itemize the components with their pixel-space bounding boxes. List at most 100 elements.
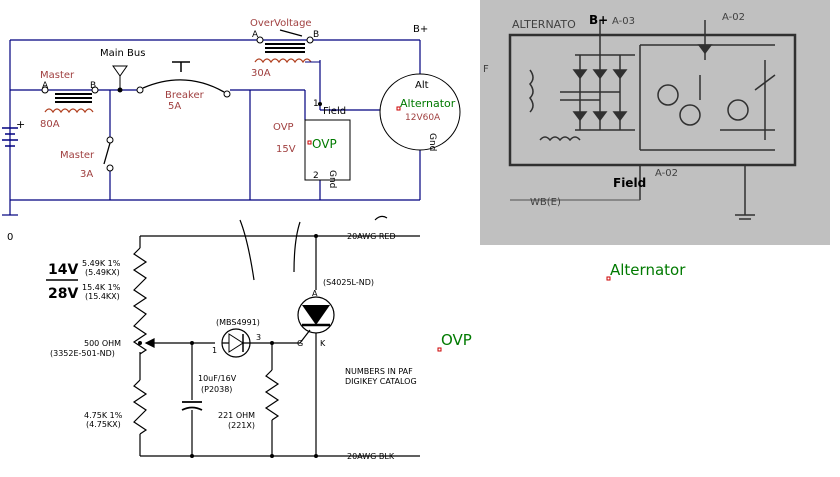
wire-blk-label: 20AWG BLK <box>347 452 395 461</box>
red-node <box>314 234 318 238</box>
photo-ground <box>735 165 755 220</box>
r221-value: 221 OHM <box>218 411 255 420</box>
scr-k: K <box>320 339 326 348</box>
r221-resistor <box>264 369 280 421</box>
ovp-box-label: OVP <box>312 137 337 151</box>
photo-diode-bridge <box>560 54 635 131</box>
ovp-small-label: OVP <box>273 122 294 133</box>
cap-value: 10uF/16V <box>198 374 237 383</box>
master2-label: Master <box>60 150 95 161</box>
battery-plus-label: + <box>16 118 25 131</box>
ovp-gnd-label: Gnd <box>327 170 337 188</box>
overvoltage-label: OverVoltage <box>250 18 312 29</box>
zener-triangle <box>228 333 244 353</box>
label-28v: 28V <box>48 286 78 302</box>
overvoltage-relay <box>254 29 320 64</box>
cap-part: (P2038) <box>201 385 232 394</box>
field-node <box>318 102 322 106</box>
master-a-label: A <box>42 81 49 91</box>
alt-label: Alternator <box>400 97 456 110</box>
scr-lead-arc <box>293 221 301 273</box>
photo-f-label: F <box>483 64 489 75</box>
photo-a02-bottom-label: A-02 <box>655 168 678 179</box>
ovp-rating-label: 15V <box>276 144 296 155</box>
alt-top-label: Alt <box>415 80 429 91</box>
alt-rating-label: 12V60A <box>405 113 441 123</box>
overvoltage-coil-label: 30A <box>251 68 271 79</box>
breaker-symbol <box>136 61 231 98</box>
ground-number-label: 0 <box>7 232 13 243</box>
top-wiring-schematic <box>2 39 421 216</box>
photo-field-coil <box>539 136 581 142</box>
ovp-circuit-schematic <box>132 215 420 457</box>
cap-node <box>190 341 194 345</box>
zener-part: (MBS4991) <box>216 318 260 327</box>
alt-gnd-label: Gnd <box>427 133 437 151</box>
master-label: Master <box>40 70 75 81</box>
ovp-anchor-marker <box>307 140 312 145</box>
master2-rating-label: 3A <box>80 169 93 180</box>
floating-ovp-label: OVP <box>441 331 472 349</box>
pot-node <box>138 341 142 345</box>
photo-bplus-label: B+ <box>589 13 608 27</box>
wire-red-label: 20AWG RED <box>347 232 396 241</box>
zener-pin3: 3 <box>256 333 261 342</box>
zener-lead-arc <box>239 219 255 281</box>
alt-anchor-marker <box>396 106 401 111</box>
cap-plate-bottom <box>181 406 203 411</box>
r1-value: 5.49K 1% <box>82 259 121 268</box>
master-relay <box>41 86 114 172</box>
photo-alternator-box <box>508 33 797 167</box>
scr-triangle <box>302 305 330 325</box>
r2-value: 15.4K 1% <box>82 283 121 292</box>
photo-background <box>480 0 830 245</box>
overvoltage-b-label: B <box>313 30 319 40</box>
r1-part: (5.49KX) <box>85 268 120 277</box>
main-bus-label: Main Bus <box>100 48 145 59</box>
master-coil-label: 80A <box>40 119 60 130</box>
label-14v: 14V <box>48 262 78 278</box>
scr-g: G <box>297 339 303 348</box>
scr-part: (S4025L-ND) <box>323 278 374 287</box>
photo-wb-label: WB(E) <box>530 197 561 208</box>
breaker-label: Breaker <box>165 90 205 101</box>
pot-value: 500 OHM <box>84 339 121 348</box>
breaker-rating-label: 5A <box>168 101 181 112</box>
ovp-pin1-label: 1 <box>313 99 319 109</box>
floating-alt-marker <box>606 276 611 281</box>
bplus-label: B+ <box>413 24 428 35</box>
floating-alternator-label: Alternator <box>610 261 686 279</box>
overvoltage-a-label: A <box>252 30 259 40</box>
scr-a: A <box>312 289 318 298</box>
master-b-label: B <box>90 81 96 91</box>
upper-resistors <box>132 247 148 355</box>
r221-part: (221X) <box>228 421 255 430</box>
floating-ovp-marker <box>437 347 442 352</box>
note-line1: NUMBERS IN PAF <box>345 367 413 376</box>
r221-gnd-node <box>270 454 274 458</box>
cap-gnd-node <box>190 454 194 458</box>
lower-resistor <box>132 379 148 435</box>
note-line2: DIGIKEY CATALOG <box>345 377 417 386</box>
r2-part: (15.4KX) <box>85 292 120 301</box>
main-bus-symbol <box>112 65 128 93</box>
photo-a02-top-label: A-02 <box>722 12 745 23</box>
photo-stator-coil <box>529 69 534 113</box>
photo-a03-label: A-03 <box>612 16 635 27</box>
r221-node <box>270 341 274 345</box>
photo-alternator-text: ALTERNATO <box>512 18 576 31</box>
black-node <box>314 454 318 458</box>
r3-value: 4.75K 1% <box>84 411 123 420</box>
r3-part: (4.75KX) <box>86 420 121 429</box>
pot-wiper-arrow <box>144 338 155 348</box>
zener-pin1: 1 <box>212 346 217 355</box>
photo-regulator <box>639 20 776 151</box>
alternator-circle <box>379 73 461 151</box>
battery-symbol <box>2 127 18 147</box>
top-right-arc <box>374 215 388 221</box>
pot-part: (3352E-501-ND) <box>50 349 115 358</box>
ovp-pin2-label: 2 <box>313 171 319 181</box>
scr-gate-lead <box>299 329 311 344</box>
field-label: Field <box>323 106 346 117</box>
